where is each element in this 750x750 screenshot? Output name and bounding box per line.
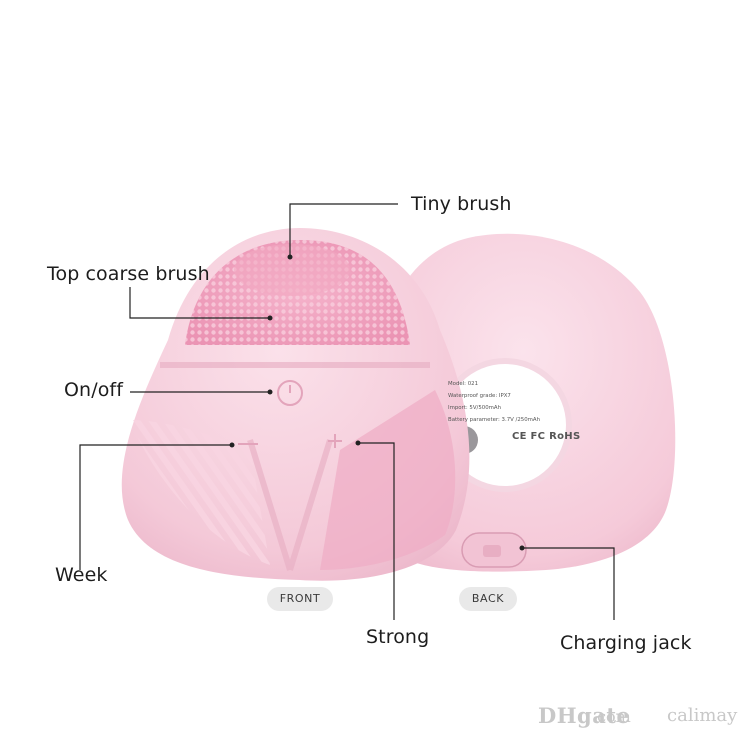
label-week: Week: [55, 564, 108, 586]
front-view-pill: FRONT: [267, 587, 333, 611]
spec-import: Import: 5V/500mAh: [448, 405, 501, 411]
line-tiny-brush: [289, 203, 398, 257]
label-tiny-brush: Tiny brush: [411, 193, 512, 215]
tiny-brush-area: [234, 244, 350, 296]
label-on-off: On/off: [64, 379, 124, 401]
right-bristle-grid: [320, 390, 456, 570]
spec-model: Model: 021: [448, 381, 479, 387]
watermark-logo: DHgate: [538, 703, 631, 728]
back-view-pill: BACK: [459, 587, 517, 611]
front-groove: [160, 362, 430, 571]
spec-waterproof: Waterproof grade: IPX7: [448, 393, 511, 399]
watermark-store: calimay: [667, 705, 738, 726]
label-top-coarse-brush: Top coarse brush: [47, 263, 210, 285]
power-icon: [277, 380, 303, 406]
callout-lines: [79, 203, 615, 620]
callout-dots: [229, 254, 525, 551]
watermark-domain: .com: [592, 707, 631, 726]
line-charging-jack: [522, 547, 615, 620]
line-top-coarse-brush: [129, 287, 270, 319]
spec-battery: Battery parameter: 3.7V /250mAh: [448, 417, 540, 423]
left-rib-texture: [130, 420, 270, 565]
certification-marks: CE FC RoHS: [512, 431, 581, 442]
line-strong: [358, 442, 395, 620]
line-week: [79, 444, 232, 570]
front-device: [121, 228, 470, 581]
spec-text: Model: 021 Waterproof grade: IPX7 Import…: [448, 378, 562, 426]
charging-jack-icon: [483, 545, 501, 557]
label-charging-jack: Charging jack: [560, 632, 692, 654]
label-strong: Strong: [366, 626, 430, 648]
back-spec-label: [444, 364, 566, 486]
